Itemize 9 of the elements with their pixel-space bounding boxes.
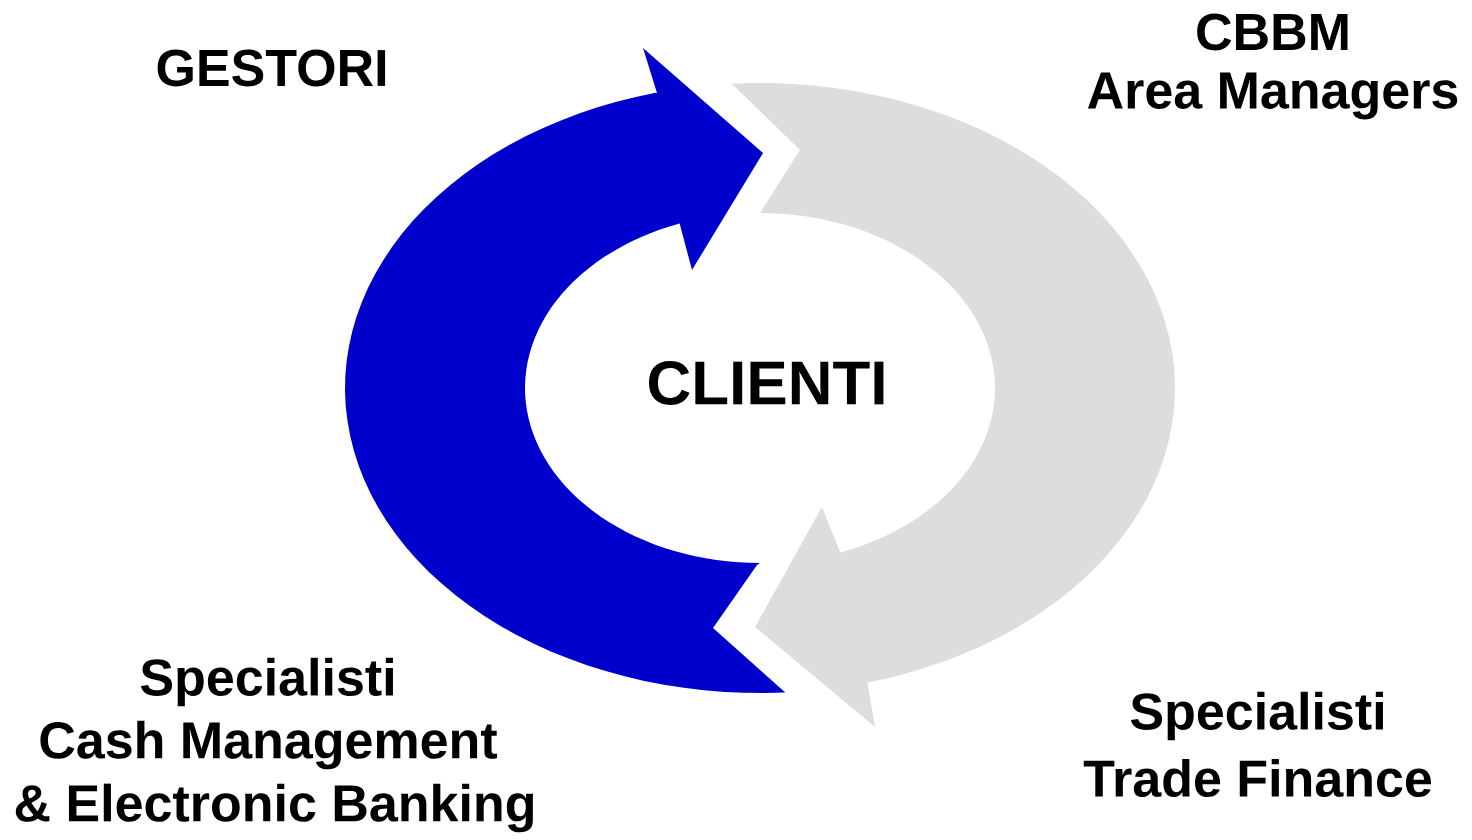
label-text: & Electronic Banking: [15, 783, 533, 833]
label-text: Cash Management: [40, 720, 497, 770]
label-text: CLIENTI: [649, 361, 884, 405]
label-text: GESTORI: [157, 49, 386, 87]
label-text: Specialisti: [1130, 691, 1383, 741]
label-text: Specialisti: [140, 657, 393, 707]
label-text: CBBM: [1197, 13, 1348, 51]
label-text: Trade Finance: [1083, 758, 1432, 798]
label-text: Area Managers: [1087, 72, 1458, 120]
